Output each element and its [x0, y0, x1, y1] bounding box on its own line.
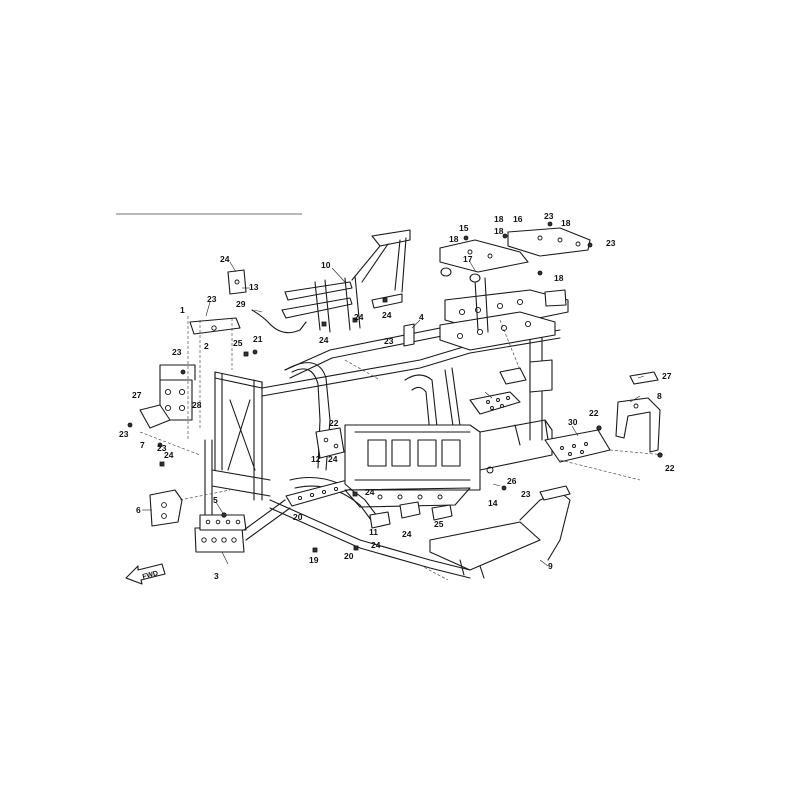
callout-label: 24: [371, 540, 381, 550]
fasteners: [127, 221, 663, 553]
callout-label: 11: [369, 527, 378, 537]
callout-label: 6: [136, 505, 141, 515]
callout-label: 24: [365, 487, 375, 497]
callout-label: 25: [233, 338, 243, 348]
callout-label: 22: [665, 463, 675, 473]
callout-label: 2: [204, 341, 209, 351]
callout-label: 18: [494, 226, 504, 236]
callout-label: 30: [568, 417, 578, 427]
callout-label: 27: [662, 371, 672, 381]
callout-label: 13: [249, 282, 259, 292]
callout-label: 18: [561, 218, 571, 228]
callout-label: 17: [463, 254, 473, 264]
forward-arrow-icon: FWD: [125, 563, 166, 585]
callout-label: 14: [488, 498, 498, 508]
callout-label: 24: [354, 312, 364, 322]
callout-label: 24: [328, 454, 338, 464]
callout-label: 25: [434, 519, 444, 529]
callout-label: 16: [513, 214, 523, 224]
front-rack: [281, 229, 411, 333]
callout-label: 19: [309, 555, 319, 565]
lower-clamps: [369, 501, 453, 529]
callout-label: 7: [140, 440, 145, 450]
callout-label: 15: [459, 223, 469, 233]
callout-label: 23: [207, 294, 217, 304]
callout-label: 1: [180, 305, 185, 315]
left-bracket-plate: [139, 364, 196, 429]
callout-label: 10: [321, 260, 331, 270]
bracket-4: [403, 323, 415, 347]
callout-label: 8: [657, 391, 662, 401]
callout-label: 24: [220, 254, 230, 264]
callout-label: 20: [293, 512, 303, 522]
cable-28: [251, 309, 307, 334]
rear-rack-bracket: [439, 227, 591, 273]
callout-label: 22: [329, 418, 339, 428]
footrest-bracket-9: [429, 485, 571, 579]
callout-label: 23: [544, 211, 554, 221]
callout-label: 23: [606, 238, 616, 248]
callout-label: 4: [419, 312, 424, 322]
callout-label: 24: [382, 310, 392, 320]
callout-label: 18: [554, 273, 564, 283]
callout-leaders: [142, 261, 645, 567]
callouts: 1 2 3 4 5 6 7 8 9 10 11 12 13 14 15 16 1…: [119, 211, 675, 581]
callout-label: 22: [589, 408, 599, 418]
rear-carrier-tube: [439, 277, 569, 393]
bracket-8: [615, 397, 661, 453]
callout-label: 12: [311, 454, 321, 464]
callout-label: 27: [132, 390, 142, 400]
bracket-13: [227, 269, 247, 295]
callout-label: 9: [548, 561, 553, 571]
callout-label: 3: [214, 571, 219, 581]
callout-label: 23: [172, 347, 182, 357]
callout-label: 23: [521, 489, 531, 499]
bracket-12: [315, 427, 345, 459]
callout-label: 23: [157, 443, 167, 453]
plate-2: [189, 317, 241, 335]
callout-label: 20: [344, 551, 354, 561]
callout-label: 23: [119, 429, 129, 439]
callout-label: 29: [236, 299, 246, 309]
callout-label: 5: [213, 495, 218, 505]
callout-label: 24: [402, 529, 412, 539]
footrest-30: [469, 367, 527, 415]
plate-26: [629, 371, 659, 385]
bracket-6: [149, 489, 183, 527]
leader-guides: [139, 316, 666, 581]
callout-label: 24: [164, 450, 174, 460]
callout-label: 24: [319, 335, 329, 345]
callout-label: 23: [384, 336, 394, 346]
callout-label: 21: [253, 334, 263, 344]
callout-label: 18: [449, 234, 459, 244]
footrest-29: [544, 429, 611, 463]
callout-label: 18: [494, 214, 504, 224]
callout-label: 28: [192, 400, 202, 410]
fwd-label: FWD: [142, 570, 159, 581]
callout-label: 26: [507, 476, 517, 486]
